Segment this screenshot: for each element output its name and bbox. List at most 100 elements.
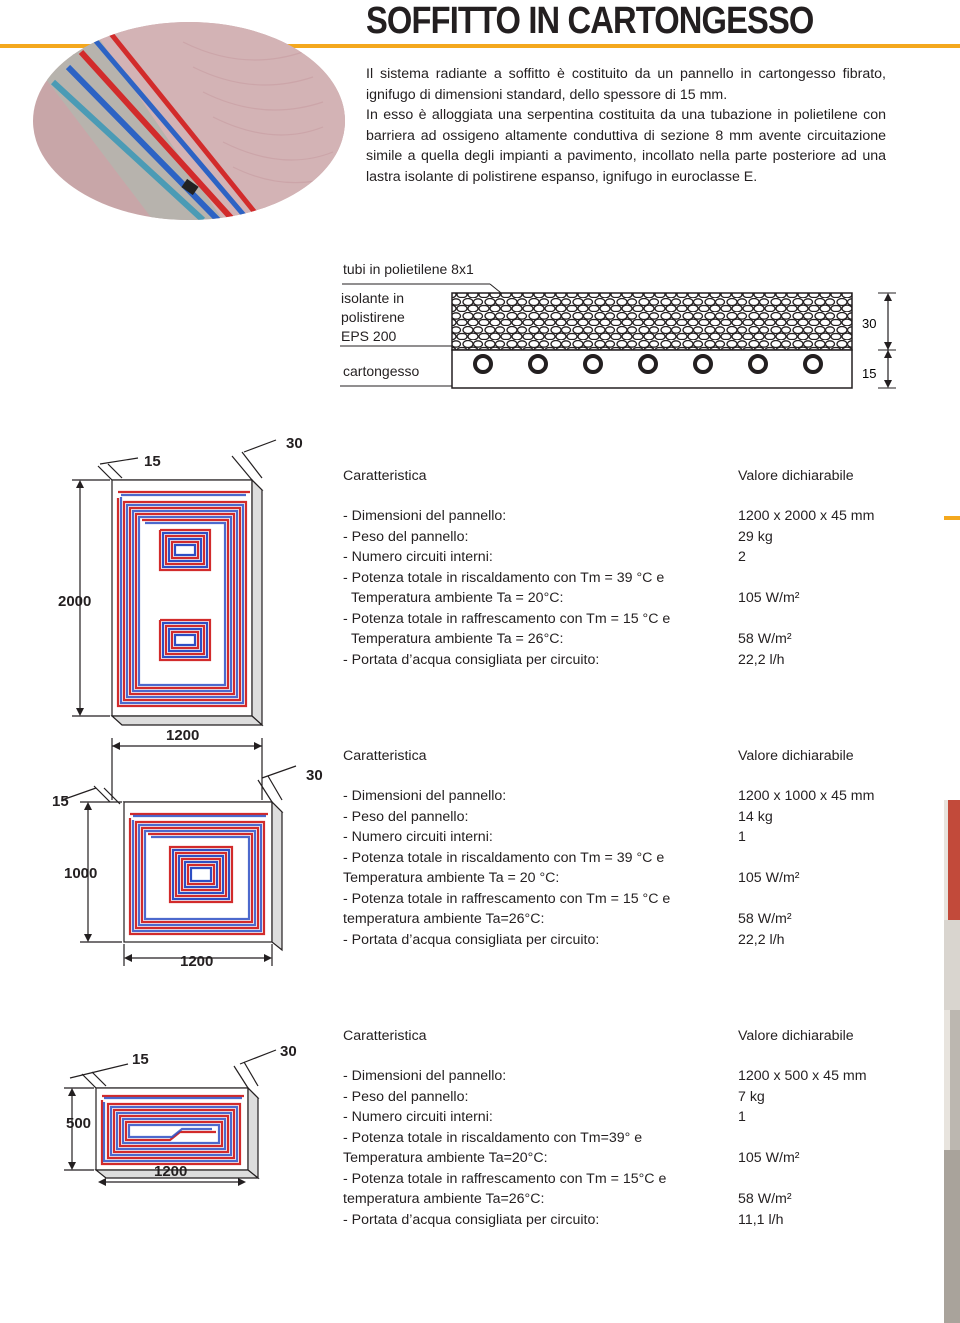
ceiling-photo bbox=[33, 22, 345, 220]
table-header-characteristic: Caratteristica bbox=[343, 748, 427, 764]
p1-dim-30: 30 bbox=[286, 435, 303, 452]
table-row: - Dimensioni del pannello: 1200 x 2000 x … bbox=[343, 508, 943, 528]
table-header-characteristic: Caratteristica bbox=[343, 468, 427, 484]
label-tubes: tubi in polietilene 8x1 bbox=[343, 261, 474, 277]
row-value: 29 kg bbox=[738, 528, 773, 545]
row-key: - Potenza totale in raffrescamento con T… bbox=[343, 1170, 667, 1187]
row-key: - Dimensioni del pannello: bbox=[343, 508, 507, 524]
p2-dim-width-bottom: 1200 bbox=[180, 953, 213, 970]
label-insulation-1: isolante in bbox=[341, 290, 405, 306]
row-key: - Peso del pannello: bbox=[343, 1088, 469, 1105]
table-row: - Peso del pannello: 29 kg bbox=[343, 529, 943, 549]
row-key: - Dimensioni del pannello: bbox=[343, 1068, 507, 1084]
table-header-value: Valore dichiarabile bbox=[738, 468, 854, 484]
intro-paragraph-1: Il sistema radiante a soffitto è costitu… bbox=[366, 66, 886, 103]
table-row: - Potenza totale in raffrescamento con T… bbox=[343, 611, 943, 631]
p2-dim-width-top: 1200 bbox=[166, 727, 199, 744]
row-key: - Numero circuiti interni: bbox=[343, 1109, 493, 1125]
row-value: 11,1 l/h bbox=[738, 1211, 784, 1228]
table-header-value: Valore dichiarabile bbox=[738, 748, 854, 764]
p2-dim-15: 15 bbox=[52, 793, 69, 810]
row-key: Temperatura ambiente Ta = 20°C: bbox=[351, 590, 564, 606]
table-row: - Numero circuiti interni: 1 bbox=[343, 829, 943, 849]
row-value: 22,2 l/h bbox=[738, 931, 785, 948]
edge-photo-strip bbox=[944, 800, 960, 1323]
table-row: - Portata d’acqua consigliata per circui… bbox=[343, 1212, 943, 1232]
label-board: cartongesso bbox=[343, 363, 420, 379]
table-row: - Dimensioni del pannello: 1200 x 1000 x … bbox=[343, 788, 943, 808]
table-row: - Potenza totale in riscaldamento con Tm… bbox=[343, 850, 943, 870]
row-value: 58 W/m² bbox=[738, 1191, 792, 1207]
table-row: Temperatura ambiente Ta = 20 °C:105 W/m² bbox=[343, 870, 943, 890]
row-value: 58 W/m² bbox=[738, 631, 792, 647]
p1-dim-2000: 2000 bbox=[58, 593, 91, 610]
table-row: - Dimensioni del pannello: 1200 x 500 x 4… bbox=[343, 1068, 943, 1088]
row-value: 58 W/m² bbox=[738, 911, 792, 927]
page-title: SOFFITTO IN CARTONGESSO bbox=[366, 0, 814, 42]
row-value: 1 bbox=[738, 829, 746, 845]
p3-dim-15: 15 bbox=[132, 1051, 149, 1068]
p3-dim-500: 500 bbox=[66, 1115, 91, 1132]
table-row: - Potenza totale in raffrescamento con T… bbox=[343, 891, 943, 911]
table-row: Temperatura ambiente Ta=20°C: 105 W/m² bbox=[343, 1150, 943, 1170]
row-value: 105 W/m² bbox=[738, 590, 800, 606]
row-key: - Portata d’acqua consigliata per circui… bbox=[343, 931, 600, 948]
row-key: - Dimensioni del pannello: bbox=[343, 788, 507, 804]
label-insulation-2: polistirene bbox=[341, 309, 405, 325]
row-value: 22,2 l/h bbox=[738, 651, 785, 668]
intro-text: Il sistema radiante a soffitto è costitu… bbox=[366, 64, 886, 188]
table-row: - Numero circuiti interni:2 bbox=[343, 549, 943, 569]
table-header-characteristic: Caratteristica bbox=[343, 1028, 427, 1044]
title-rule bbox=[0, 44, 960, 48]
row-key: - Potenza totale in raffrescamento con T… bbox=[343, 890, 671, 907]
table-row: - Potenza totale in raffrescamento con T… bbox=[343, 1171, 943, 1191]
table-row: - Portata d’acqua consigliata per circui… bbox=[343, 932, 943, 952]
row-value: 7 kg bbox=[738, 1088, 765, 1105]
table-row: - Potenza totale in riscaldamento con Tm… bbox=[343, 570, 943, 590]
table-row: - Numero circuiti interni: 1 bbox=[343, 1109, 943, 1129]
row-key: - Peso del pannello: bbox=[343, 808, 469, 825]
dim-board: 15 bbox=[862, 366, 876, 381]
table-row: Temperatura ambiente Ta = 20°C: 105 W/m² bbox=[343, 590, 943, 610]
row-value: 2 bbox=[738, 549, 746, 565]
intro-paragraph-2: In esso è alloggiata una serpentina cost… bbox=[366, 107, 886, 185]
row-key: - Potenza totale in riscaldamento con Tm… bbox=[343, 849, 665, 866]
row-key: - Potenza totale in riscaldamento con Tm… bbox=[343, 1129, 643, 1146]
table-row: - Portata d’acqua consigliata per circui… bbox=[343, 652, 943, 672]
row-key: Temperatura ambiente Ta = 20 °C: bbox=[343, 870, 560, 886]
p2-dim-30: 30 bbox=[306, 767, 323, 784]
p1-dim-15: 15 bbox=[144, 453, 161, 470]
dim-insulation: 30 bbox=[862, 316, 876, 331]
row-key: - Portata d’acqua consigliata per circui… bbox=[343, 651, 600, 668]
table-row: temperatura ambiente Ta=26°C: 58 W/m² bbox=[343, 911, 943, 931]
row-value: 1 bbox=[738, 1109, 746, 1125]
table-header-value: Valore dichiarabile bbox=[738, 1028, 854, 1044]
row-value: 14 kg bbox=[738, 808, 773, 825]
table-row: - Potenza totale in riscaldamento con Tm… bbox=[343, 1130, 943, 1150]
row-key: Temperatura ambiente Ta = 26°C: bbox=[351, 631, 564, 647]
row-value: 1200 x 500 x 45 mm bbox=[738, 1068, 867, 1084]
section-diagram: 30 15 bbox=[340, 283, 896, 389]
table-row: Temperatura ambiente Ta = 26°C: 58 W/m² bbox=[343, 631, 943, 651]
row-value: 1200 x 1000 x 45 mm bbox=[738, 788, 875, 804]
panel-drawing-2000: 15 30 2000 bbox=[58, 435, 303, 727]
row-key: - Peso del pannello: bbox=[343, 528, 469, 545]
row-value: 105 W/m² bbox=[738, 1150, 800, 1166]
row-key: temperatura ambiente Ta=26°C: bbox=[343, 911, 545, 927]
p3-dim-30: 30 bbox=[280, 1043, 297, 1060]
p3-dim-1200: 1200 bbox=[154, 1163, 187, 1180]
row-key: temperatura ambiente Ta=26°C: bbox=[343, 1191, 545, 1207]
row-value: 1200 x 2000 x 45 mm bbox=[738, 508, 875, 524]
panel-drawing-500: 15 30 500 1200 bbox=[64, 1043, 297, 1186]
row-key: - Potenza totale in riscaldamento con Tm… bbox=[343, 569, 665, 586]
table-row: - Peso del pannello: 7 kg bbox=[343, 1089, 943, 1109]
orange-tick-mark bbox=[944, 516, 960, 520]
table-row: temperatura ambiente Ta=26°C: 58 W/m² bbox=[343, 1191, 943, 1211]
table-row: - Peso del pannello: 14 kg bbox=[343, 809, 943, 829]
row-key: - Numero circuiti interni: bbox=[343, 829, 493, 845]
row-key: Temperatura ambiente Ta=20°C: bbox=[343, 1150, 548, 1166]
row-key: - Portata d’acqua consigliata per circui… bbox=[343, 1211, 600, 1228]
p2-dim-1000: 1000 bbox=[64, 865, 97, 882]
panel-drawing-1000: 1200 15 30 1000 1200 bbox=[52, 727, 323, 970]
label-insulation-3: EPS 200 bbox=[341, 328, 397, 344]
